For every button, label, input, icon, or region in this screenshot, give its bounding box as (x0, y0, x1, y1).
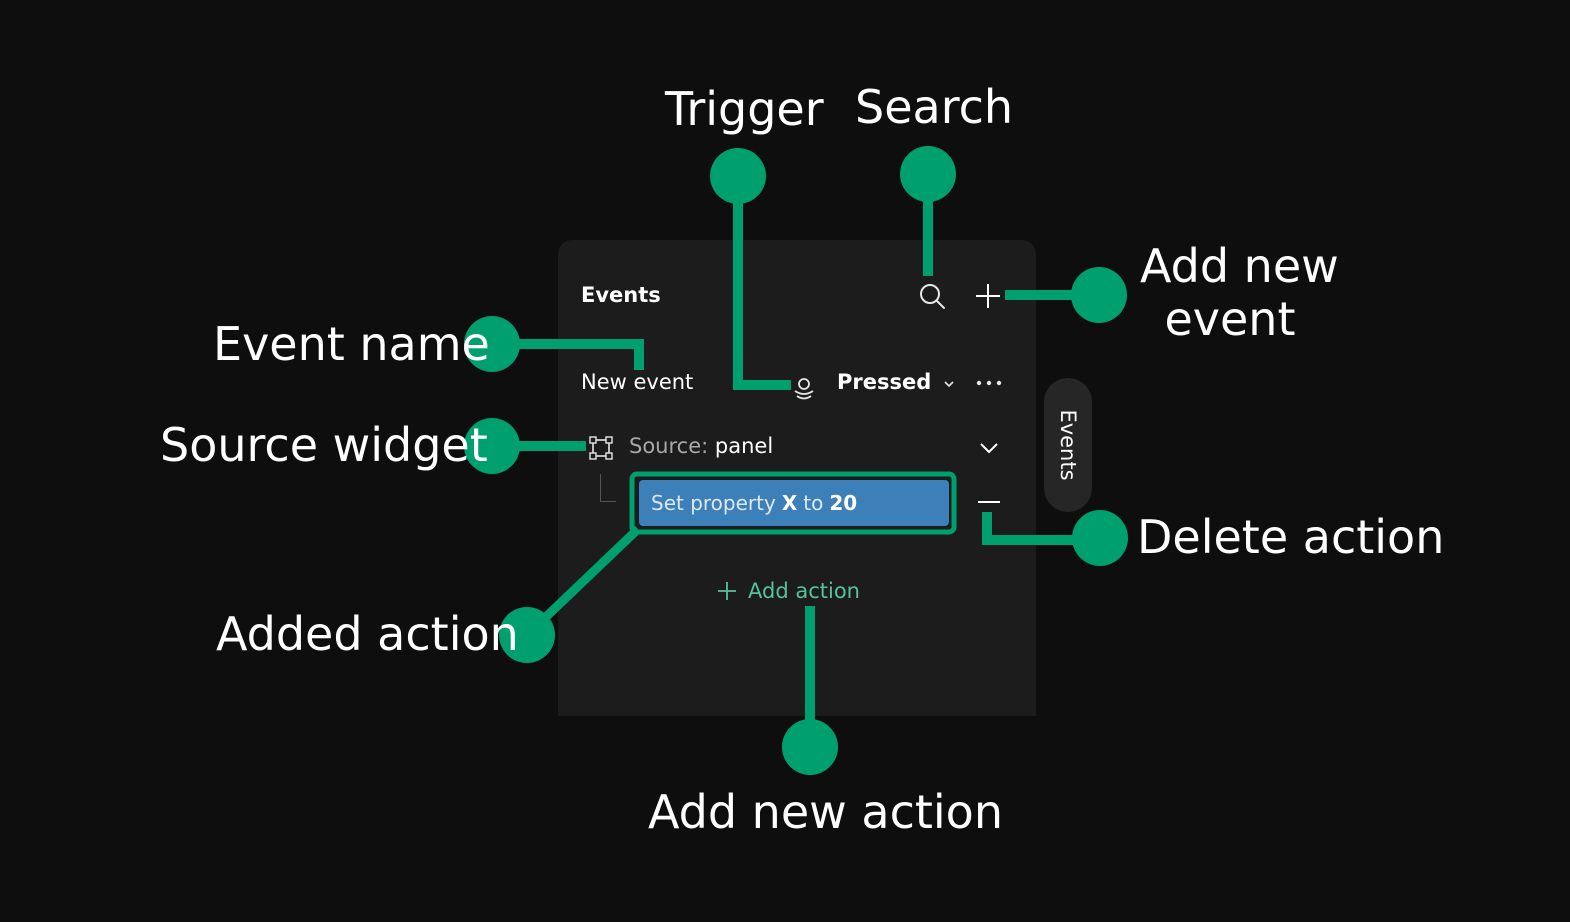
callout-dot-search (900, 146, 956, 202)
event-name[interactable]: New event (581, 370, 694, 394)
source-prefix: Source: (629, 434, 709, 458)
collapse-chevron-icon[interactable] (978, 439, 1000, 457)
action-joiner: to (803, 491, 824, 515)
callout-add-new-action: Add new action (648, 785, 1003, 839)
callout-dot-add-event (1071, 267, 1127, 323)
callout-add-event-line1: Add new (1140, 239, 1339, 293)
callout-source-widget: Source widget (160, 418, 488, 472)
action-value: 20 (829, 491, 858, 515)
events-side-tab[interactable]: Events (1044, 378, 1092, 512)
panel-title: Events (581, 283, 661, 307)
side-tab-label: Events (1056, 409, 1080, 481)
callout-event-name: Event name (213, 317, 490, 371)
source-widget-label: Source: panel (629, 436, 773, 457)
events-panel: Events New event Pressed Source: panel S… (558, 240, 1036, 716)
source-value: panel (714, 434, 774, 458)
callout-dot-trigger (710, 148, 766, 204)
callout-delete-action: Delete action (1137, 510, 1445, 564)
action-property: X (781, 491, 798, 515)
action-prefix: Set property (651, 491, 776, 515)
callout-add-event-line2: event (1164, 291, 1296, 346)
callout-search: Search (855, 80, 1014, 134)
add-action-label: Add action (748, 579, 860, 603)
delete-action-button[interactable] (974, 490, 1004, 514)
callout-trigger: Trigger (665, 82, 824, 136)
callout-dot-add-action (782, 719, 838, 775)
add-event-button[interactable] (973, 281, 1003, 311)
callout-dot-delete (1072, 510, 1128, 566)
widget-frame-icon (589, 436, 613, 460)
more-options-button[interactable] (974, 375, 1004, 391)
trigger-icon (794, 378, 814, 400)
plus-icon (718, 582, 736, 600)
callout-added-action: Added action (216, 607, 519, 661)
tree-connector (600, 474, 616, 502)
callout-add-new-event: Add new event (1140, 239, 1339, 346)
add-action-button[interactable]: Add action (716, 576, 860, 606)
search-icon[interactable] (917, 281, 947, 311)
trigger-dropdown[interactable]: Pressed (837, 370, 932, 394)
chevron-down-icon[interactable] (942, 377, 956, 391)
action-item[interactable]: Set property X to 20 (639, 480, 949, 526)
